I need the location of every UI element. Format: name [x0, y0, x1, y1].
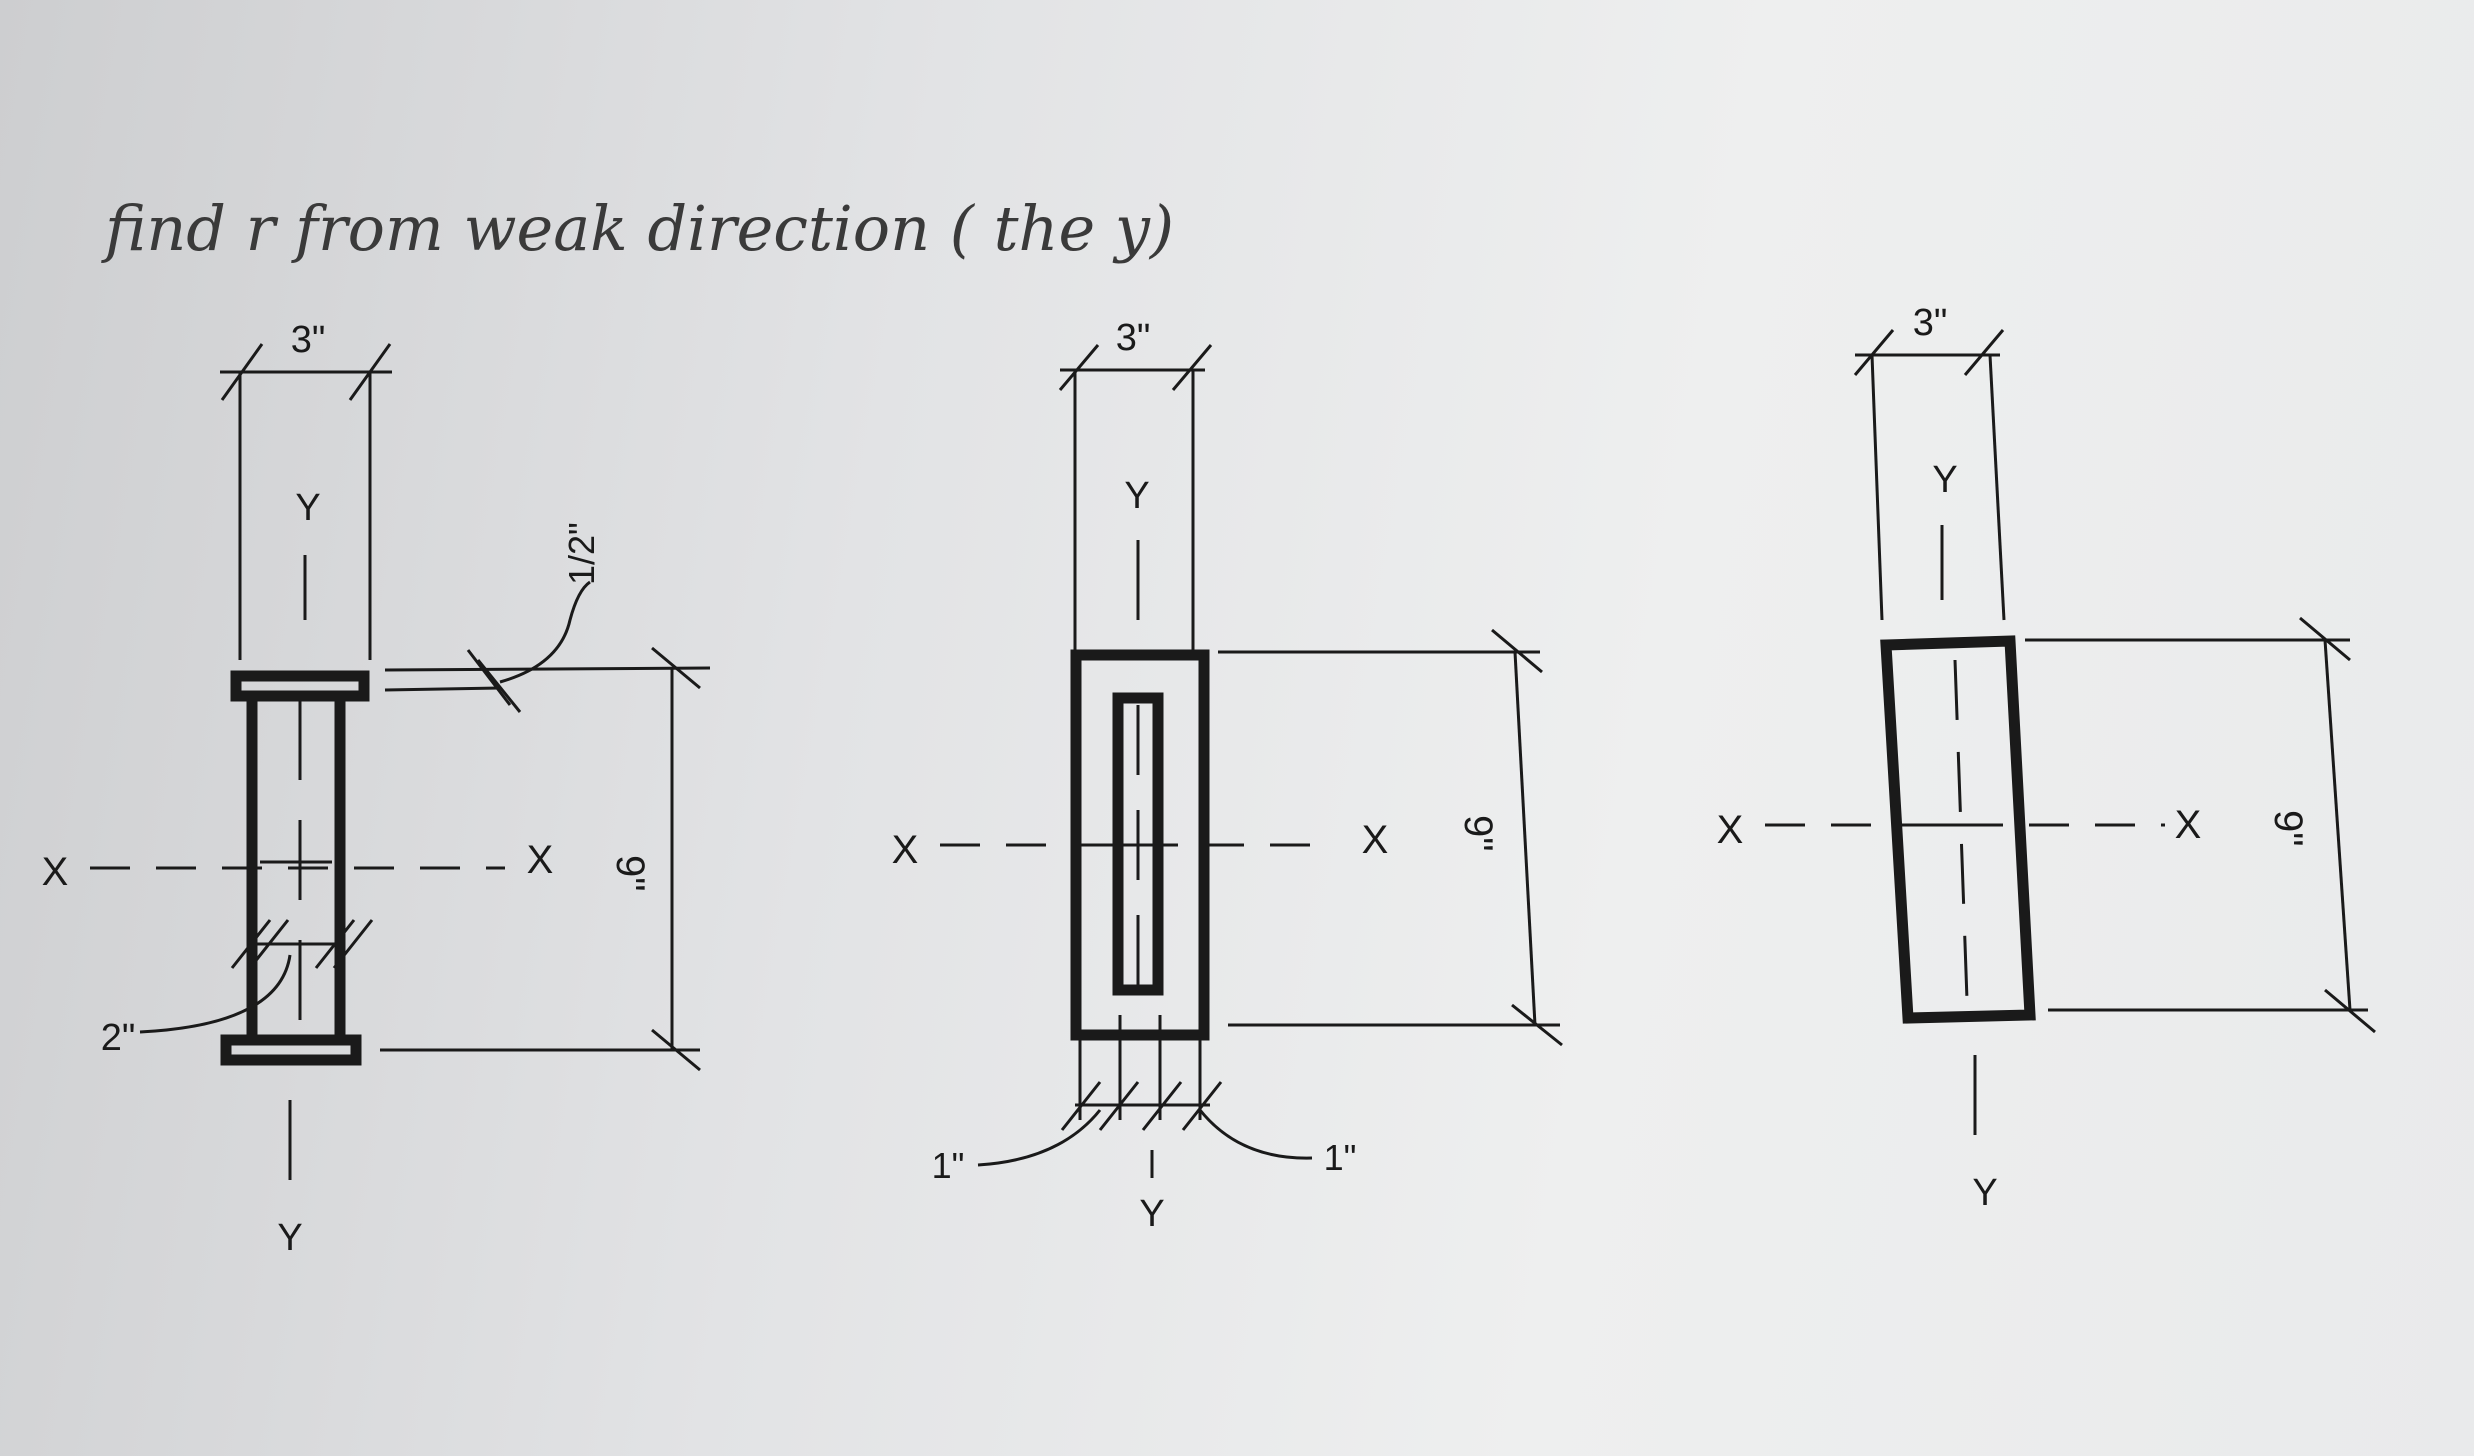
i-section: 3" Y Y X X 1/2" [42, 319, 711, 1259]
i-width-label: 3" [291, 319, 326, 361]
solid-axis-x-left: X [1717, 808, 1744, 852]
hollow-rect-shape [1070, 649, 1210, 1041]
i-axis-x-left: X [42, 850, 69, 894]
solid-axis-x-right: X [2175, 803, 2202, 847]
hollow-width-dimension: 3" [1058, 317, 1213, 660]
hollow-wall-left-label: 1" [932, 1145, 965, 1186]
solid-axis-y-bottom: Y [1972, 1172, 1997, 1214]
solid-height-label: 9" [2266, 810, 2310, 846]
handwritten-note: find r from weak direction ( the y) [101, 192, 1174, 265]
i-beam-shape [220, 670, 370, 1066]
solid-width-dimension: 3" [1853, 302, 2006, 621]
i-flange-label: 1/2" [561, 522, 602, 585]
solid-height-dimension: 9" [2025, 616, 2376, 1034]
i-axis-x-right: X [527, 838, 554, 882]
i-axis-y-bottom: Y [277, 1217, 302, 1259]
i-web-dimension: 2" [101, 919, 374, 1059]
i-height-label: 9" [608, 855, 652, 891]
i-width-dimension: 3" [220, 319, 392, 660]
solid-width-label: 3" [1913, 302, 1948, 344]
solid-axis-y-top: Y [1932, 459, 1957, 501]
hollow-axis-y-bottom: Y [1139, 1193, 1164, 1235]
hollow-height-label: 9" [1456, 815, 1500, 851]
hollow-axis-x-left: X [892, 828, 919, 872]
i-flange-dimension: 1/2" [384, 522, 711, 713]
hollow-height-dimension: 9" [1218, 628, 1563, 1047]
hollow-section: 3" Y Y X X 9" [892, 317, 1563, 1235]
solid-section: 3" Y Y X X 9" [1717, 302, 2376, 1214]
i-height-dimension: 9" [380, 646, 701, 1072]
hollow-axis-x-right: X [1362, 818, 1389, 862]
hollow-width-label: 3" [1116, 317, 1151, 359]
hollow-wall-dimension: 1" 1" [932, 1015, 1357, 1186]
solid-rect-shape [1880, 635, 2036, 1024]
i-web-label: 2" [101, 1017, 136, 1059]
i-axis-y-top: Y [295, 487, 320, 529]
hollow-axis-y-top: Y [1124, 475, 1149, 517]
hollow-wall-right-label: 1" [1324, 1137, 1357, 1178]
